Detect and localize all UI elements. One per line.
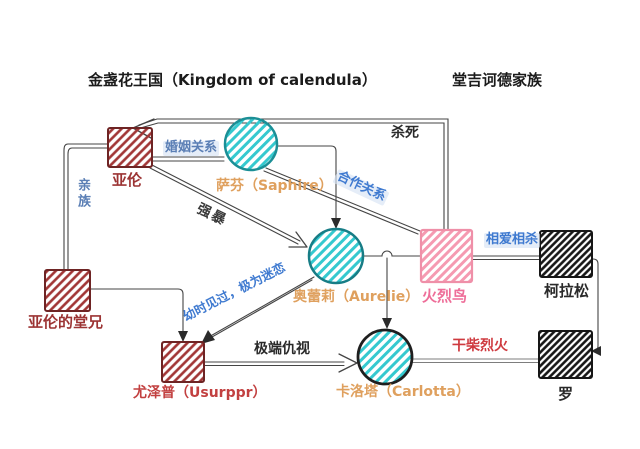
edge-label-kinship: 亲族 (74, 178, 90, 210)
node-label-cousin: 亚伦的堂兄 (28, 313, 104, 331)
node-label-aurelie: 奥蕾莉（Aurelie） (293, 289, 420, 305)
edge-saphire-aurelie (276, 145, 341, 229)
node-label-usurper: 尤泽普（Usurppr） (133, 385, 267, 401)
edge-marriage (152, 156, 225, 162)
node-usurper (161, 341, 205, 383)
node-aaron (107, 127, 153, 168)
node-corazon (539, 230, 593, 278)
node-label-aaron: 亚伦 (112, 171, 143, 189)
edge-kinship (63, 143, 109, 271)
edge-cousin-usurper (89, 288, 188, 342)
edge-label-kill: 杀死 (391, 125, 419, 141)
node-label-flamingo: 火烈鸟 (422, 287, 468, 305)
edge-label-hostility: 极端仇视 (254, 341, 310, 357)
node-carlotta (356, 328, 414, 386)
node-saphire (223, 116, 279, 172)
kingdom-title: 金盏花王国（Kingdom of calendula） (88, 71, 377, 89)
edge-corazon-luo (591, 258, 601, 356)
node-flamingo (419, 228, 474, 284)
edge-label-love-kill: 相爱相杀 (484, 232, 541, 248)
family-title: 堂吉诃德家族 (452, 71, 543, 89)
edge-childhood (201, 276, 315, 344)
edge-love-kill (472, 255, 540, 261)
node-label-carlotta: 卡洛塔（Carlotta） (336, 384, 470, 400)
edge-label-passion: 干柴烈火 (452, 338, 508, 354)
node-label-corazon: 柯拉松 (544, 282, 590, 300)
edge-to-carlotta (382, 257, 392, 329)
edge-cooperation (263, 167, 421, 235)
node-luo (538, 330, 593, 379)
edge-label-marriage: 婚姻关系 (163, 140, 220, 156)
edge-hostility (203, 353, 358, 373)
edge-rape (149, 164, 308, 248)
node-cousin (44, 269, 91, 312)
node-label-saphire: 萨芬（Saphire） (216, 178, 333, 194)
node-aurelie (307, 227, 365, 285)
node-label-luo: 罗 (558, 385, 574, 403)
edge-aurelie-flamingo (361, 250, 421, 257)
edge-passion (411, 358, 540, 364)
